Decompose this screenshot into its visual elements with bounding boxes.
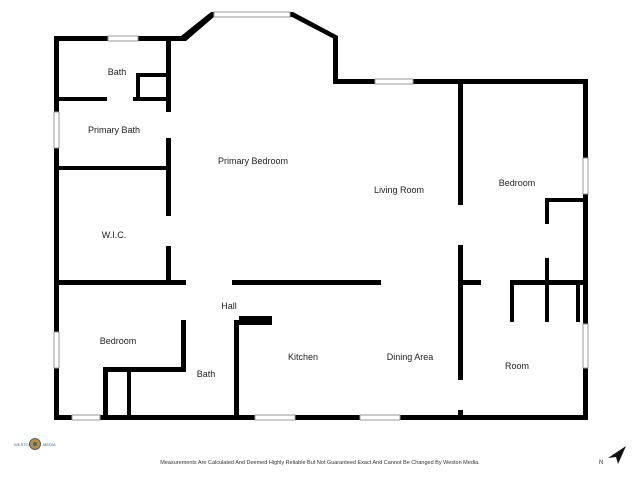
room-label-bath-lower: Bath (196, 369, 216, 379)
windows (53, 11, 589, 421)
disclaimer-text: Measurements Are Calculated And Deemed H… (160, 460, 480, 466)
exterior-walls (54, 12, 588, 420)
room-label-dining-area: Dining Area (386, 352, 434, 362)
room-label-primary-bath: Primary Bath (87, 125, 141, 135)
north-arrow-icon: N (598, 444, 630, 468)
room-label-bedroom-right: Bedroom (498, 178, 536, 188)
weston-media-logo-icon (29, 438, 41, 450)
logo-left-word: WESTON (14, 442, 32, 447)
north-label: N (599, 460, 603, 466)
weston-media-logo: WESTON MEDIA (14, 438, 56, 452)
room-label-kitchen: Kitchen (287, 352, 319, 362)
room-label-wic: W.I.C. (101, 230, 127, 240)
room-label-primary-bedroom: Primary Bedroom (217, 156, 289, 166)
door-openings (107, 97, 510, 410)
logo-right-word: MEDIA (43, 442, 56, 447)
room-label-bath: Bath (107, 67, 127, 77)
room-label-hall: Hall (221, 301, 237, 311)
room-label-bedroom-left: Bedroom (99, 336, 137, 346)
room-label-living-room: Living Room (373, 185, 425, 195)
room-label-room: Room (504, 361, 530, 371)
